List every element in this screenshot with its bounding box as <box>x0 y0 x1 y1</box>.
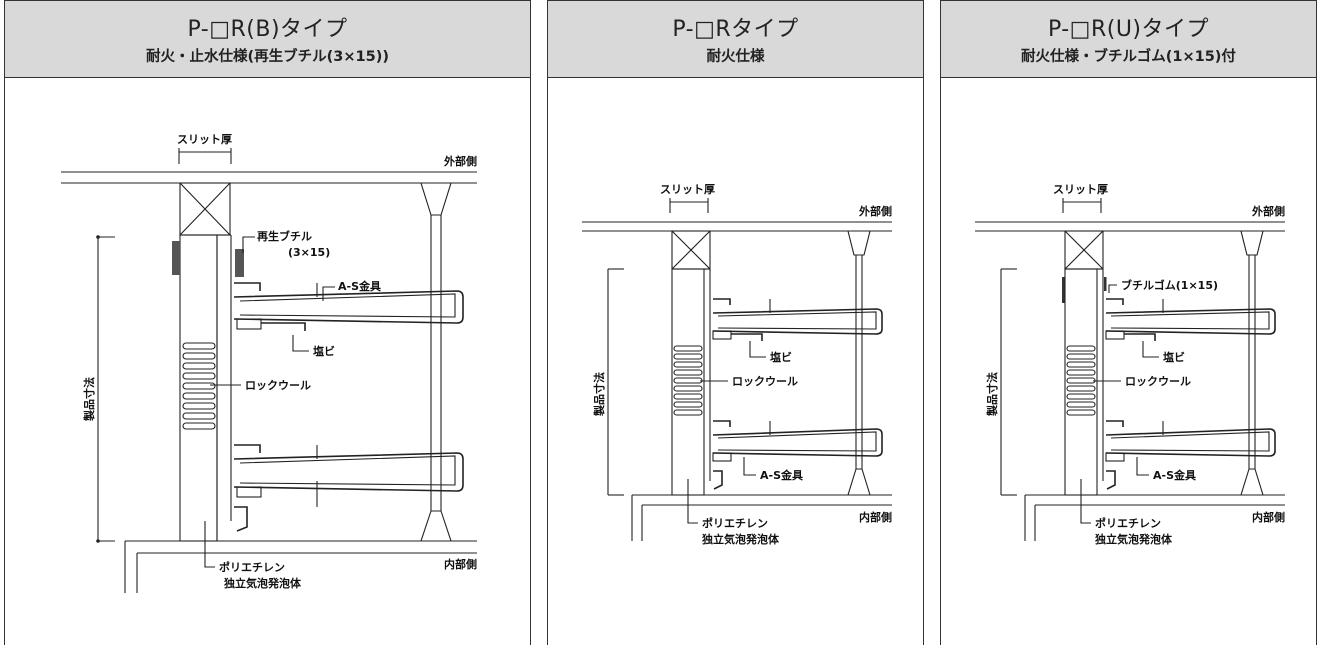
label-foam: 独立気泡発泡体 <box>1094 532 1173 546</box>
panel-subtitle: 耐火仕様・ブチルゴム(1×15)付 <box>1021 49 1236 65</box>
label-recycled-butyl-size: (3×15) <box>288 246 330 259</box>
label-pvc: 塩ビ <box>313 344 335 358</box>
label-inside: 内部側 <box>859 510 892 524</box>
label-dimension: 製品寸法 <box>985 372 999 417</box>
label-polyethylene: ポリエチレン <box>1095 516 1161 530</box>
rockwool-pattern <box>673 345 703 416</box>
label-outside: 外部側 <box>443 154 477 168</box>
label-recycled-butyl: 再生ブチル <box>257 229 312 243</box>
label-inside: 内部側 <box>444 557 477 571</box>
label-foam: 独立気泡発泡体 <box>701 532 780 546</box>
panel-type-u: P-□R(U)タイプ 耐火仕様・ブチルゴム(1×15)付 スリット厚 外部側 <box>940 0 1317 645</box>
panel-header: P-□R(U)タイプ 耐火仕様・ブチルゴム(1×15)付 <box>941 1 1316 78</box>
label-slit: スリット厚 <box>177 133 232 146</box>
panel-subtitle: 耐火・止水仕様(再生ブチル(3×15)) <box>146 49 389 65</box>
diagram-type-standard: スリット厚 外部側 <box>582 183 892 546</box>
label-slit: スリット厚 <box>660 183 715 196</box>
label-slit: スリット厚 <box>1053 183 1108 196</box>
panel-title: P-□Rタイプ <box>672 17 799 42</box>
panel-type-standard: P-□Rタイプ 耐火仕様 スリット厚 外部側 <box>547 0 924 645</box>
label-as-bracket: A-S金具 <box>1153 468 1196 482</box>
diagram-type-u: スリット厚 外部側 <box>975 183 1285 546</box>
label-as-bracket: A-S金具 <box>760 468 803 482</box>
label-polyethylene: ポリエチレン <box>219 560 285 574</box>
label-polyethylene: ポリエチレン <box>702 516 768 530</box>
panel-header: P-□R(B)タイプ 耐火・止水仕様(再生ブチル(3×15)) <box>5 1 530 78</box>
label-outside: 外部側 <box>858 204 892 218</box>
label-pvc: 塩ビ <box>770 350 792 364</box>
label-rockwool: ロックウール <box>1125 375 1191 388</box>
rockwool-pattern <box>182 342 216 430</box>
panel-type-b: P-□R(B)タイプ 耐火・止水仕様(再生ブチル(3×15)) スリット厚 外部… <box>4 0 531 645</box>
panel-subtitle: 耐火仕様 <box>706 49 765 65</box>
label-foam: 独立気泡発泡体 <box>223 576 302 590</box>
panel-header: P-□Rタイプ 耐火仕様 <box>548 1 923 78</box>
label-dimension: 製品寸法 <box>592 372 606 417</box>
label-pvc: 塩ビ <box>1163 350 1185 364</box>
label-as-bracket: A-S金具 <box>338 279 381 293</box>
label-butyl-rubber: ブチルゴム(1×15) <box>1121 278 1218 292</box>
panel-title: P-□R(U)タイプ <box>1047 17 1210 42</box>
label-inside: 内部側 <box>1252 510 1285 524</box>
label-outside: 外部側 <box>1251 204 1285 218</box>
label-rockwool: ロックウール <box>245 379 311 392</box>
diagram-type-b: スリット厚 外部側 <box>61 133 477 593</box>
label-dimension: 製品寸法 <box>82 377 96 422</box>
panel-title: P-□R(B)タイプ <box>187 17 348 42</box>
label-rockwool: ロックウール <box>732 375 798 388</box>
rockwool-pattern <box>1066 345 1096 416</box>
